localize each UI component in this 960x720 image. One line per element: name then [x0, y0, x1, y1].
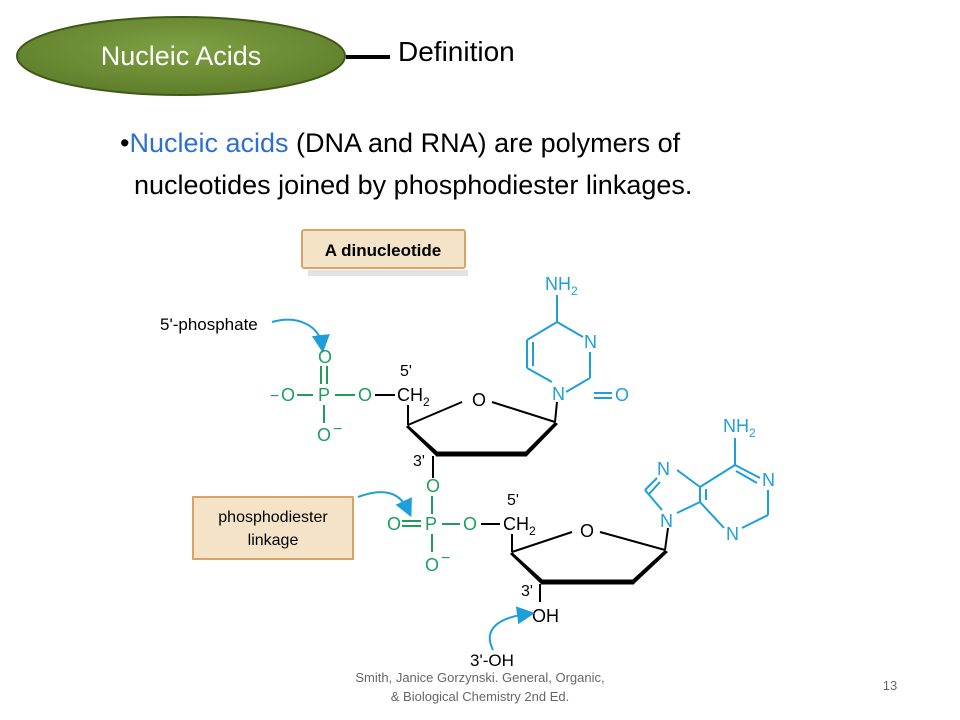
diagram-title-box: A dinucleotide [301, 229, 468, 276]
svg-text:3': 3' [521, 583, 533, 600]
svg-text:CH2: CH2 [397, 385, 430, 409]
svg-text:O: O [426, 476, 440, 496]
svg-text:P: P [425, 514, 437, 534]
diagram-title: A dinucleotide [325, 241, 442, 260]
svg-text:O: O [472, 390, 486, 410]
svg-text:−: − [441, 550, 450, 567]
bullet-marker: • [120, 128, 130, 158]
linkage-callout: phosphodiester linkage [192, 496, 354, 560]
citation-line2: & Biological Chemistry 2nd Ed. [390, 689, 570, 704]
arrow-linkage [357, 491, 412, 518]
arrow-5-phosphate [271, 318, 330, 353]
svg-text:N: N [660, 511, 673, 531]
bullet-line2: nucleotides joined by phosphodiester lin… [134, 170, 693, 200]
title-connector [346, 55, 390, 59]
arrow-3-oh [488, 606, 535, 651]
section-badge: Nucleic Acids [14, 14, 348, 98]
svg-text:N: N [762, 470, 775, 490]
svg-text:P: P [318, 385, 330, 405]
svg-text:O: O [425, 555, 439, 575]
bullet-line1: (DNA and RNA) are polymers of [288, 128, 681, 158]
svg-text:NH2: NH2 [545, 274, 578, 298]
svg-text:O: O [317, 425, 331, 445]
linkage-label-1: phosphodiester [218, 509, 328, 526]
svg-text:O: O [318, 347, 332, 367]
svg-text:N: N [657, 459, 670, 479]
citation-line1: Smith, Janice Gorzynski. General, Organi… [355, 670, 605, 685]
badge-ellipse [16, 16, 346, 96]
definition-bullet: •Nucleic acids (DNA and RNA) are polymer… [120, 122, 840, 206]
svg-text:5': 5' [507, 492, 519, 509]
section-title: Definition [398, 36, 515, 67]
svg-text:O: O [580, 521, 594, 541]
svg-text:−: − [333, 421, 342, 438]
sugar-ring-bottom: 5' CH2 O 3' OH [503, 492, 668, 626]
linkage-label-2: linkage [248, 532, 299, 549]
svg-text:N: N [552, 384, 565, 404]
bullet-term: Nucleic acids [129, 128, 289, 158]
cytosine-base: N N O NH2 [526, 274, 629, 405]
badge-label: Nucleic Acids [100, 40, 262, 71]
phosphate-group-top: O − O P O O − [270, 347, 372, 445]
svg-text:5': 5' [400, 363, 412, 380]
page-number: 13 [882, 678, 898, 693]
svg-text:N: N [726, 524, 739, 544]
phosphate-group-middle: O O P O O − [387, 476, 477, 575]
citation: Smith, Janice Gorzynski. General, Organi… [330, 668, 630, 706]
svg-text:O: O [358, 385, 372, 405]
svg-text:O: O [387, 514, 401, 534]
svg-text:NH2: NH2 [723, 416, 756, 440]
svg-text:O: O [463, 514, 477, 534]
svg-text:CH2: CH2 [503, 514, 536, 538]
svg-text:−: − [270, 388, 279, 405]
sugar-ring-top: 5' CH2 O 3' [397, 363, 558, 478]
label-3-oh: 3'-OH [470, 651, 514, 670]
svg-text:O: O [281, 385, 295, 405]
label-5-phosphate: 5'-phosphate [160, 315, 258, 334]
svg-text:N: N [584, 332, 597, 352]
svg-text:O: O [615, 385, 629, 405]
svg-text:3': 3' [413, 453, 425, 470]
adenine-base: N N N N NH2 [644, 416, 775, 544]
atom-oh: OH [532, 606, 559, 626]
